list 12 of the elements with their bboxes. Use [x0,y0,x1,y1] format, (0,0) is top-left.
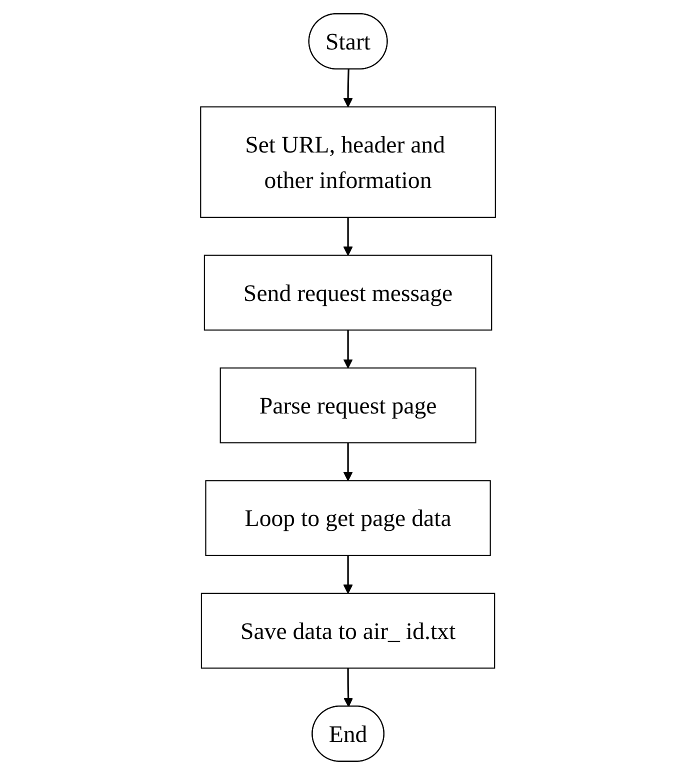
arrow [343,69,353,108]
node-box [220,367,476,444]
node-box [200,592,496,669]
arrow [343,442,353,482]
arrow [344,668,354,708]
node-box [204,254,492,331]
flowchart: Start Set URL, header and other information Send request message Parse request page Loop to get page data Save data to air_ id.txt End [192,5,504,770]
node-box [200,106,496,218]
arrow [343,330,353,368]
arrow [343,217,353,256]
node-box [205,480,491,556]
arrow [343,555,353,594]
